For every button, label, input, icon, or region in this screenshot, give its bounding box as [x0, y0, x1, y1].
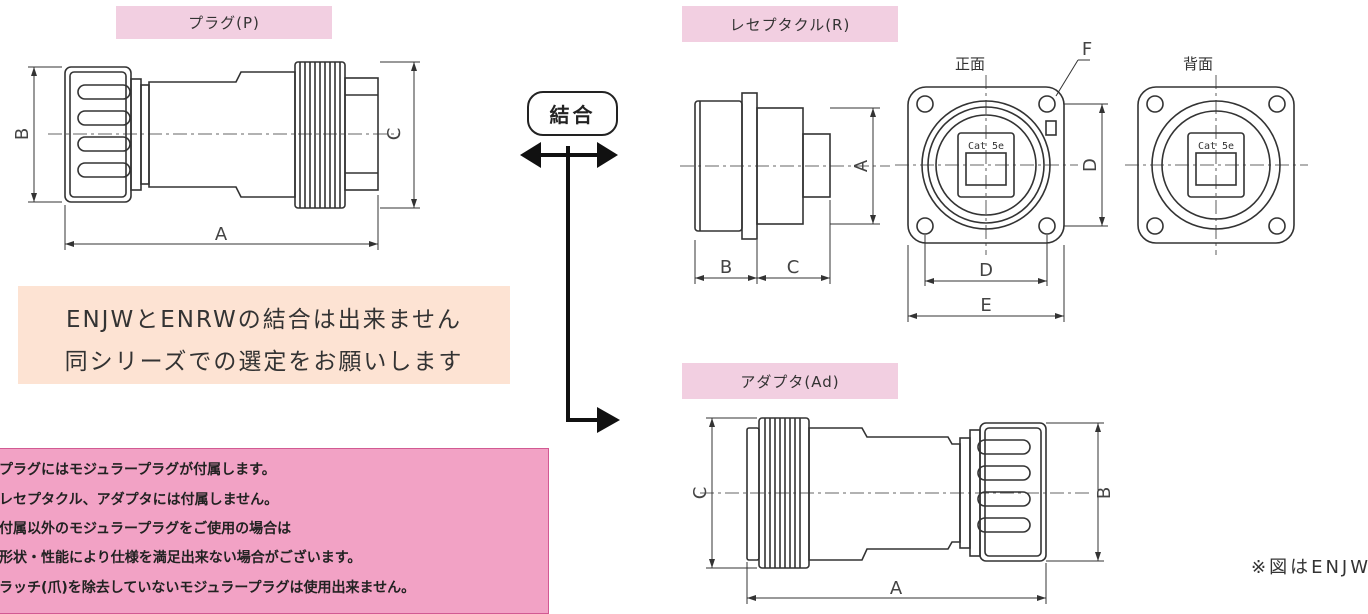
receptacle-dim-d-horizontal: D	[979, 260, 993, 281]
adapter-dim-c: C	[690, 487, 711, 500]
note-2: レセプタクル、アダプタには付属しません。	[0, 492, 279, 508]
notice-line-2: 同シリーズでの選定をお願いします	[64, 349, 464, 375]
note-4: 形状・性能により仕様を満足出来ない場合がございます。	[0, 550, 362, 566]
adapter-dim-b: B	[1094, 487, 1115, 499]
adapter-title: アダプタ(Ad)	[682, 363, 898, 399]
plug-dim-b: B	[12, 128, 33, 140]
front-jack-label: Cat 5e	[968, 141, 1004, 152]
receptacle-dim-b: B	[720, 257, 732, 278]
plug-dim-a: A	[215, 224, 228, 245]
note-1: プラグにはモジュラープラグが付属します。	[0, 462, 276, 478]
receptacle-title: レセプタクル(R)	[682, 6, 898, 42]
plug-dim-c: C	[384, 128, 405, 141]
receptacle-dim-e: E	[980, 295, 991, 316]
front-view-label: 正面	[955, 55, 986, 73]
footnote: ※図はENJW	[1251, 557, 1368, 578]
receptacle-dim-c: C	[787, 257, 800, 278]
back-view-label: 背面	[1183, 55, 1214, 73]
note-5: ラッチ(爪)を除去していないモジュラープラグは使用出来ません。	[0, 580, 416, 596]
notes-box: プラグにはモジュラープラグが付属します。 レセプタクル、アダプタには付属しません…	[0, 448, 549, 614]
receptacle-dim-f: F	[1082, 39, 1092, 60]
adapter-dim-a: A	[890, 578, 903, 599]
plug-drawing	[64, 61, 379, 209]
plug-title: プラグ(P)	[116, 6, 332, 39]
note-3: 付属以外のモジュラープラグをご使用の場合は	[0, 521, 292, 537]
join-button[interactable]: 結合	[527, 91, 618, 136]
join-arrows	[520, 142, 620, 433]
notice-line-1: ENJWとENRWの結合は出来ません	[65, 307, 463, 333]
dimension-arrowheads	[31, 62, 1105, 601]
receptacle-dim-a: A	[851, 159, 872, 172]
notice-box: ENJWとENRWの結合は出来ません 同シリーズでの選定をお願いします	[18, 286, 510, 384]
receptacle-dim-d-vertical: D	[1080, 158, 1101, 172]
adapter-dimensions	[706, 417, 1104, 604]
receptacle-front-dimensions	[907, 59, 1108, 322]
back-jack-label: Cat 5e	[1198, 141, 1234, 152]
plug-dimensions	[28, 61, 420, 250]
